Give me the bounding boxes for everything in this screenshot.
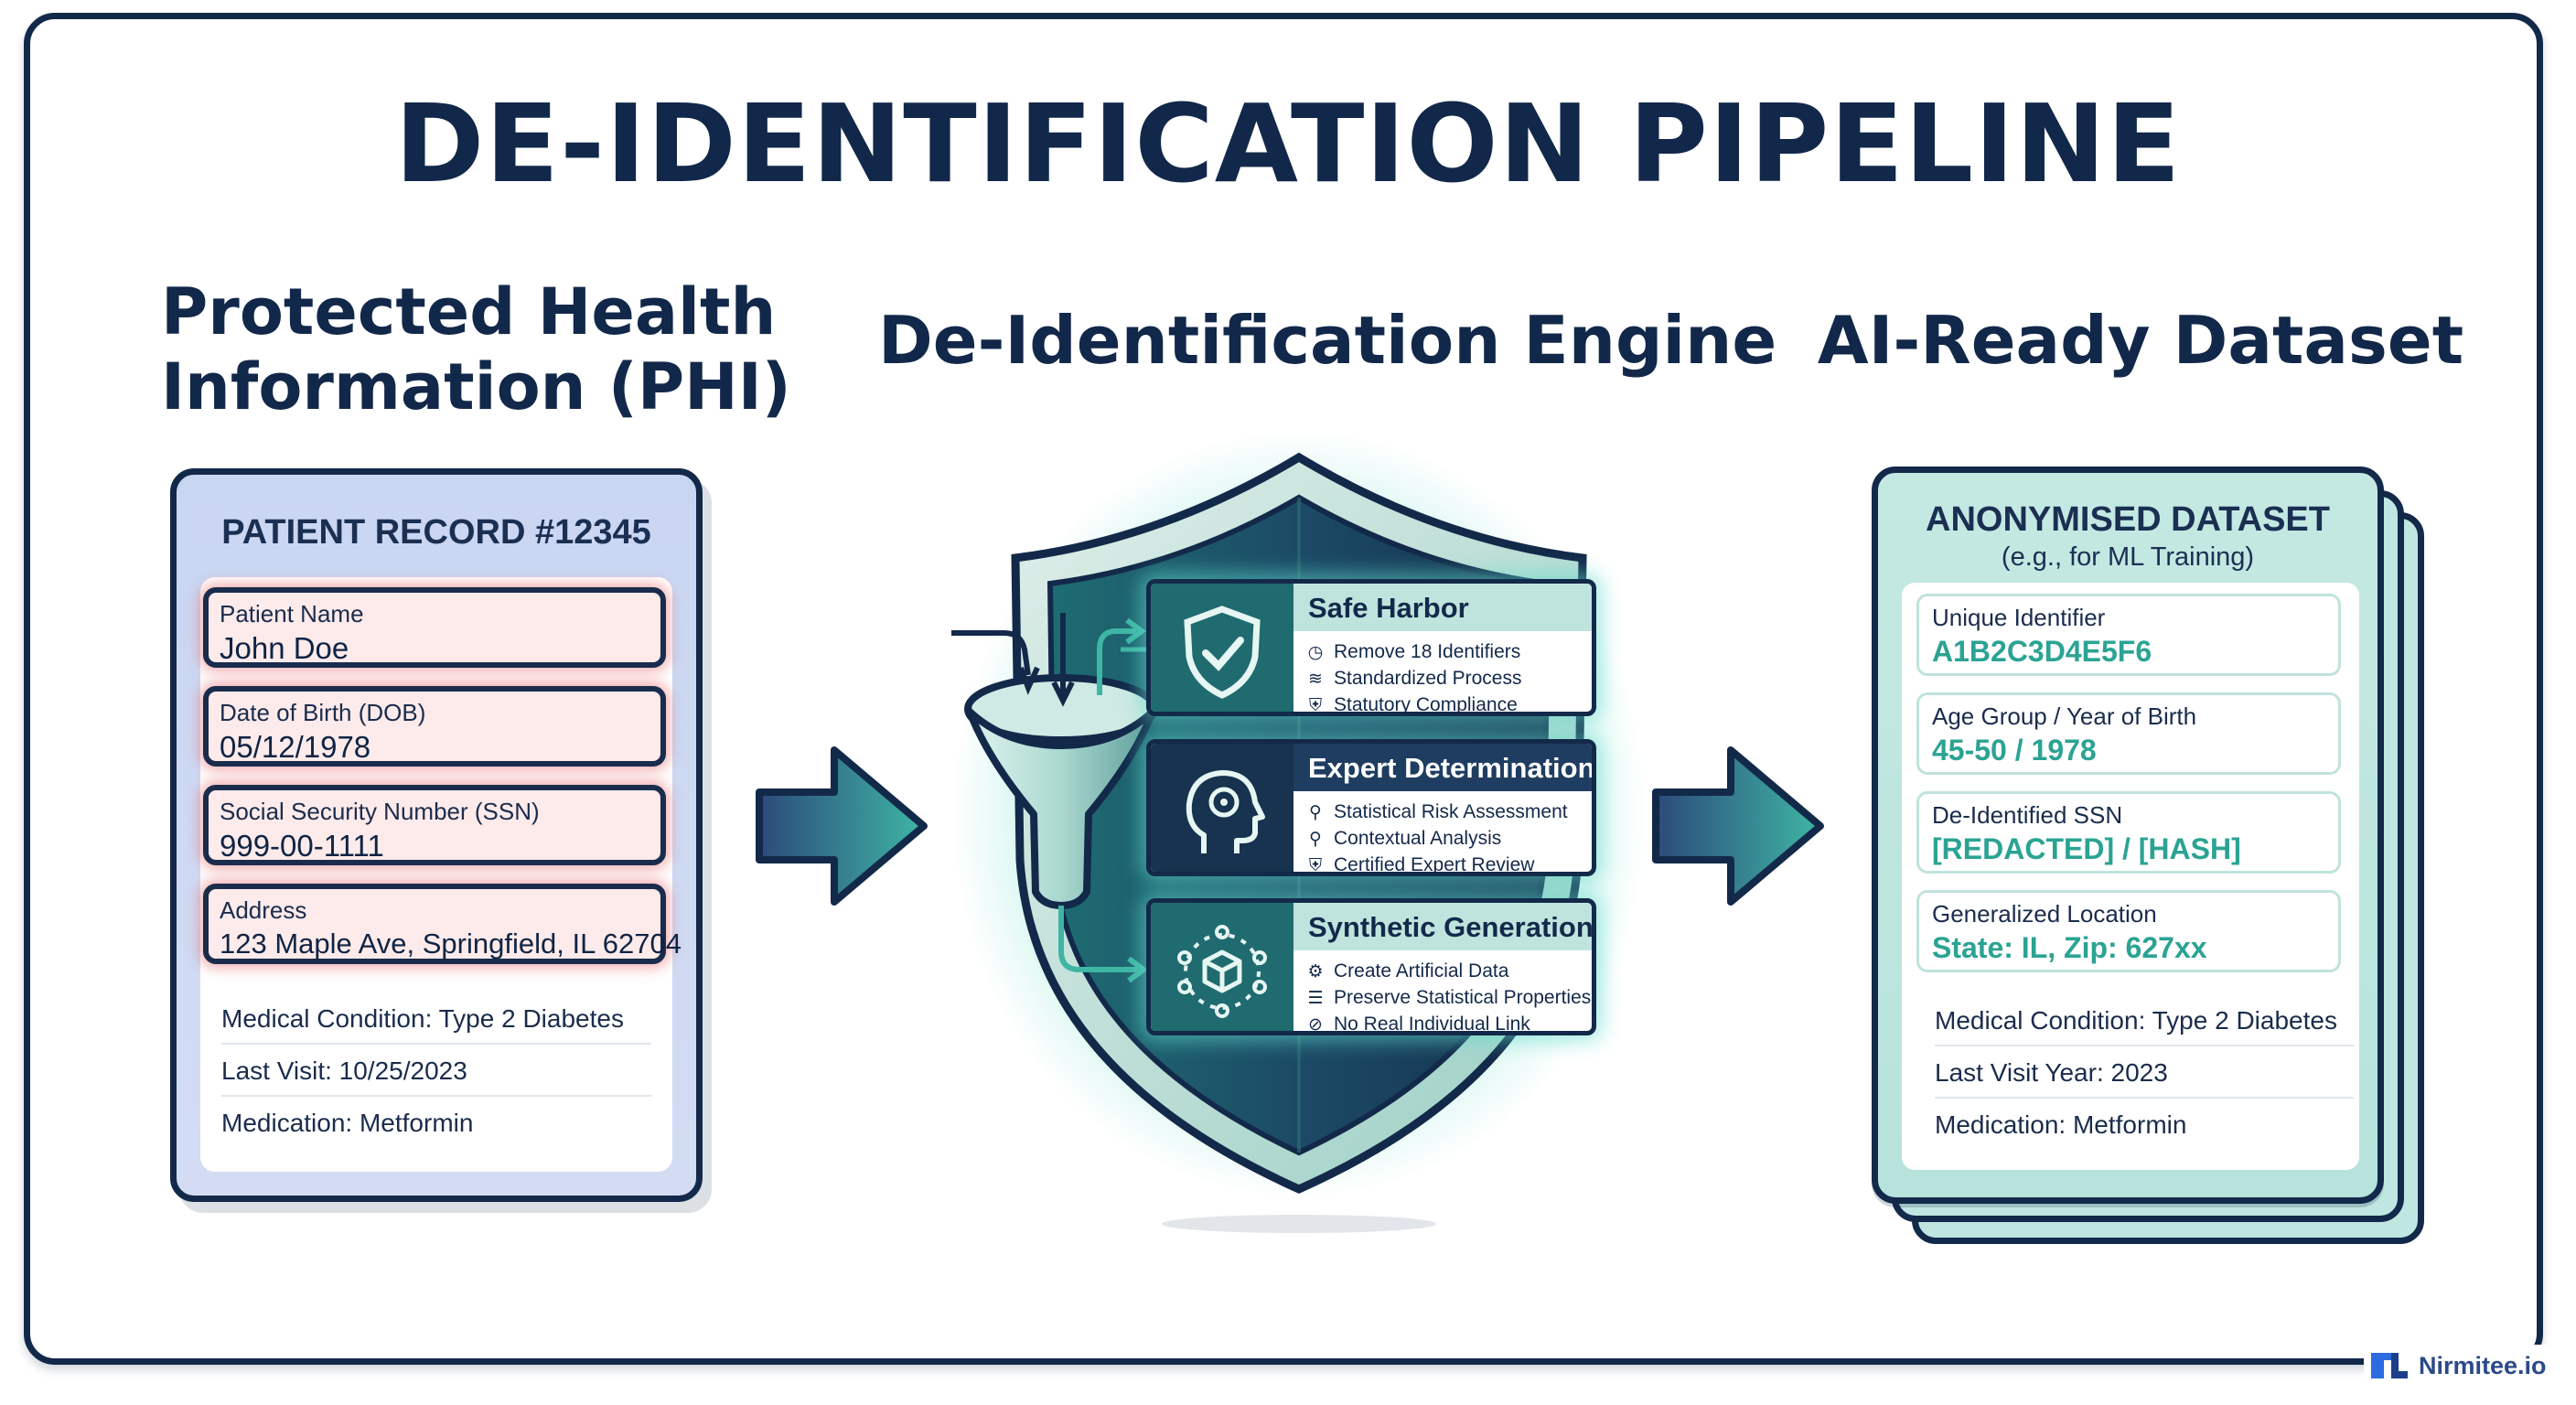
patient-record-header: PATIENT RECORD #12345 <box>221 513 651 552</box>
method-items: ⚙Create Artificial Data ☰Preserve Statis… <box>1306 958 1591 1035</box>
method-item: ⚙Create Artificial Data <box>1306 958 1586 984</box>
no-link-icon: ⊘ <box>1308 1015 1323 1035</box>
brain-head-icon <box>1151 744 1293 872</box>
method-item: ⚲Contextual Analysis <box>1306 825 1586 852</box>
field-label: Patient Name <box>220 600 364 627</box>
field-label: Date of Birth (DOB) <box>220 699 426 726</box>
dataset-row-medication: Medication: Metformin <box>1935 1110 2187 1139</box>
shield-check-icon: ⛨ <box>1308 856 1323 875</box>
phi-field-address: Address 123 Maple Ave, Springfield, IL 6… <box>203 884 682 964</box>
clock-icon: ◷ <box>1307 643 1324 662</box>
magnifier-icon: ⚲ <box>1309 803 1322 822</box>
method-title: Expert Determination <box>1293 744 1592 791</box>
dataset-column-title: AI-Ready Dataset <box>1817 302 2464 379</box>
robot-icon: ⚙ <box>1307 962 1324 981</box>
phi-field-ssn: Social Security Number (SSN) 999-00-1111 <box>203 785 666 865</box>
stack-icon: ≋ <box>1308 670 1323 689</box>
phi-title-line2: Information (PHI) <box>161 349 791 424</box>
brand-logo: Nirmitee.io <box>2364 1345 2552 1387</box>
phi-field-patient-name: Patient Name John Doe <box>203 587 666 668</box>
phi-row-medication: Medication: Metformin <box>221 1109 474 1137</box>
field-value: [REDACTED] / [HASH] <box>1932 832 2241 865</box>
main-title: DE-IDENTIFICATION PIPELINE <box>394 80 2182 207</box>
field-label: Address <box>220 896 307 924</box>
phi-title-line1: Protected Health <box>161 274 777 349</box>
method-panel-synthetic-generation: Synthetic Generation ⚙Create Artificial … <box>1146 898 1596 1035</box>
method-item: ⛨Certified Expert Review <box>1306 852 1586 875</box>
field-label: Unique Identifier <box>1932 604 2106 631</box>
field-value: 45-50 / 1978 <box>1932 734 2097 767</box>
method-item: ⛨Statutory Compliance <box>1306 692 1586 715</box>
method-panel-safe-harbor: Safe Harbor ◷Remove 18 Identifiers ≋Stan… <box>1146 579 1596 716</box>
engine-column-title: De-Identification Engine <box>878 302 1777 379</box>
dataset-subheader: (e.g., for ML Training) <box>2001 542 2255 572</box>
field-label: Social Security Number (SSN) <box>220 798 540 825</box>
phi-row-last-visit: Last Visit: 10/25/2023 <box>221 1045 651 1097</box>
field-value: 05/12/1978 <box>220 730 371 764</box>
dataset-row-last-visit: Last Visit Year: 2023 <box>1935 1046 2354 1099</box>
anonymised-dataset-card: ANONYMISED DATASET (e.g., for ML Trainin… <box>1872 467 2384 1204</box>
method-item: ⚲Statistical Risk Assessment <box>1306 799 1586 825</box>
method-item: ⊘No Real Individual Link <box>1306 1011 1586 1035</box>
dataset-field-location: Generalized Location State: IL, Zip: 627… <box>1916 890 2341 972</box>
method-title: Safe Harbor <box>1293 584 1592 631</box>
magnifier-icon: ⚲ <box>1309 830 1322 849</box>
field-value: 123 Maple Ave, Springfield, IL 62704 <box>220 928 682 960</box>
phi-column-title: Protected Health Information (PHI) <box>161 274 791 424</box>
phi-row-condition: Medical Condition: Type 2 Diabetes <box>221 992 651 1045</box>
database-icon: ☰ <box>1307 989 1324 1008</box>
method-item: ◷Remove 18 Identifiers <box>1306 638 1586 665</box>
field-label: De-Identified SSN <box>1932 801 2123 829</box>
dataset-field-ssn: De-Identified SSN [REDACTED] / [HASH] <box>1916 791 2341 874</box>
method-panel-expert-determination: Expert Determination ⚲Statistical Risk A… <box>1146 739 1596 876</box>
field-label: Generalized Location <box>1932 900 2157 928</box>
dataset-header: ANONYMISED DATASET <box>1926 500 2330 539</box>
field-label: Age Group / Year of Birth <box>1932 702 2197 730</box>
field-value: 999-00-1111 <box>220 829 384 863</box>
phi-field-dob: Date of Birth (DOB) 05/12/1978 <box>203 686 666 767</box>
dataset-body <box>1902 583 2359 1170</box>
field-value: State: IL, Zip: 627xx <box>1932 931 2207 964</box>
field-value: John Doe <box>220 631 349 665</box>
arrow-right-icon <box>756 746 928 906</box>
shield-icon: ⛨ <box>1308 696 1323 715</box>
method-item: ≋Standardized Process <box>1306 665 1586 692</box>
network-cube-icon <box>1151 903 1293 1031</box>
dataset-field-age-group: Age Group / Year of Birth 45-50 / 1978 <box>1916 692 2341 775</box>
patient-record-body <box>200 577 672 1172</box>
field-value: A1B2C3D4E5F6 <box>1932 635 2152 668</box>
method-item: ☰Preserve Statistical Properties <box>1306 984 1591 1011</box>
brand-name: Nirmitee.io <box>2419 1351 2547 1379</box>
arrow-right-icon <box>1652 746 1824 906</box>
dataset-row-condition: Medical Condition: Type 2 Diabetes <box>1935 994 2354 1046</box>
method-title: Synthetic Generation <box>1293 903 1592 950</box>
dataset-field-unique-id: Unique Identifier A1B2C3D4E5F6 <box>1916 594 2341 676</box>
method-items: ⚲Statistical Risk Assessment ⚲Contextual… <box>1306 799 1586 875</box>
shield-check-icon <box>1151 584 1293 712</box>
method-items: ◷Remove 18 Identifiers ≋Standardized Pro… <box>1306 638 1586 715</box>
nirmitee-logo-icon <box>2371 1353 2408 1378</box>
